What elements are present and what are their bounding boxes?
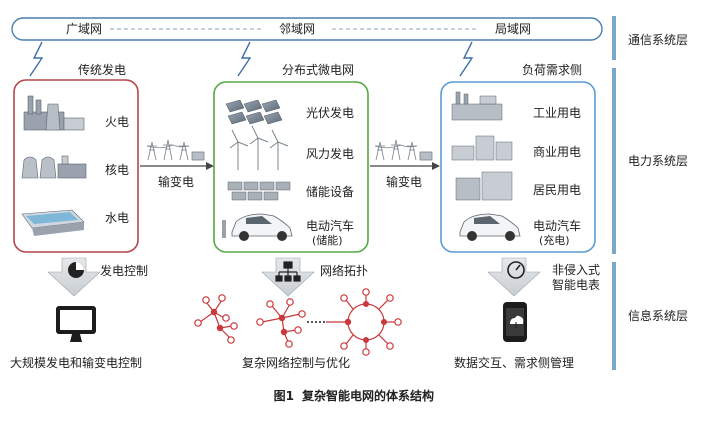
- battery-storage-icon: [227, 181, 291, 201]
- lan-label: 局域网: [495, 22, 531, 36]
- commercial-label: 商业用电: [533, 144, 581, 159]
- distributed-title: 分布式微电网: [282, 63, 354, 77]
- layer-power-label: 电力系统层: [628, 154, 688, 168]
- demand-side-panel: 负荷需求侧 工业用电 商业用电 居民用电 电动汽车: [440, 63, 596, 253]
- wind-label: 风力发电: [306, 146, 354, 161]
- topology-icon: [275, 261, 301, 282]
- solar-label: 光伏发电: [306, 105, 354, 120]
- traditional-generation-panel: 传统发电 火电 核电 水电: [13, 62, 139, 253]
- ev-storage-label-1: 电动汽车: [306, 218, 354, 233]
- network-topology-label: 网络拓扑: [320, 263, 368, 278]
- smart-meter-label-1: 非侵入式: [552, 262, 600, 277]
- storage-label: 储能设备: [306, 184, 354, 199]
- hydro-label: 水电: [105, 211, 129, 225]
- smart-meter-icon: [507, 261, 525, 279]
- nuclear-label: 核电: [105, 163, 129, 177]
- figure-number: 图1: [274, 389, 294, 403]
- monitor-icon: [56, 306, 96, 342]
- layer-communication-label: 通信系统层: [628, 33, 688, 47]
- lightning-icon: [237, 41, 252, 77]
- demand-title: 负荷需求侧: [522, 63, 582, 77]
- residential-building-icon: [455, 171, 513, 201]
- commercial-building-icon: [451, 135, 513, 161]
- smartphone-icon: [503, 302, 527, 342]
- transmission-arrow-left: [140, 162, 214, 170]
- thermal-plant-icon: [23, 95, 85, 131]
- figure-title: 复杂智能电网的体系结构: [301, 388, 434, 403]
- smart-meter-label-2: 智能电表: [552, 277, 600, 292]
- electric-car-icon: [222, 213, 293, 241]
- ellipsis-icon: [307, 321, 325, 323]
- communication-network-bar: 广域网 邻域网 局域网: [11, 17, 603, 41]
- traditional-bottom-caption: 大规模发电和输变电控制: [10, 355, 142, 370]
- transmission-arrow-right: [370, 162, 440, 170]
- nan-label: 邻域网: [279, 22, 315, 36]
- pie-control-icon: [68, 262, 84, 278]
- industrial-label: 工业用电: [533, 106, 581, 120]
- electric-car-icon: [459, 213, 521, 241]
- distributed-bottom-caption: 复杂网络控制与优化: [242, 355, 350, 370]
- transmission-tower-icon: [374, 139, 433, 161]
- ev-charge-label-1: 电动汽车: [533, 218, 581, 233]
- network-graph-icons: [194, 294, 306, 348]
- wireless-link-icons: [29, 41, 474, 77]
- layer-information-label: 信息系统层: [628, 308, 688, 323]
- factory-icon: [451, 91, 503, 121]
- demand-bottom-caption: 数据交互、需求侧管理: [454, 355, 574, 370]
- transmission-label-left: 输变电: [158, 174, 194, 189]
- lightning-icon: [29, 41, 44, 77]
- ev-charge-label-2: (充电): [539, 233, 570, 247]
- generation-control-label: 发电控制: [100, 263, 148, 278]
- ev-storage-label-2: (储能): [312, 233, 343, 247]
- wind-turbine-icon: [229, 125, 289, 170]
- transmission-tower-icon: [146, 139, 205, 161]
- nuclear-plant-icon: [21, 155, 87, 179]
- residential-label: 居民用电: [533, 183, 581, 197]
- distributed-microgrid-panel: 分布式微电网 光伏发电 风力发电: [213, 63, 369, 253]
- traditional-title: 传统发电: [78, 62, 126, 77]
- transmission-label-right: 输变电: [386, 174, 422, 189]
- lightning-icon: [459, 41, 474, 77]
- layer-labels: 通信系统层 电力系统层 信息系统层: [612, 16, 688, 370]
- solar-panel-icon: [225, 99, 283, 125]
- figure-caption: 图1 复杂智能电网的体系结构: [274, 388, 434, 403]
- ring-network-icon: [326, 288, 402, 356]
- wan-label: 广域网: [66, 22, 102, 36]
- thermal-label: 火电: [105, 115, 129, 129]
- hydro-plant-icon: [21, 209, 85, 236]
